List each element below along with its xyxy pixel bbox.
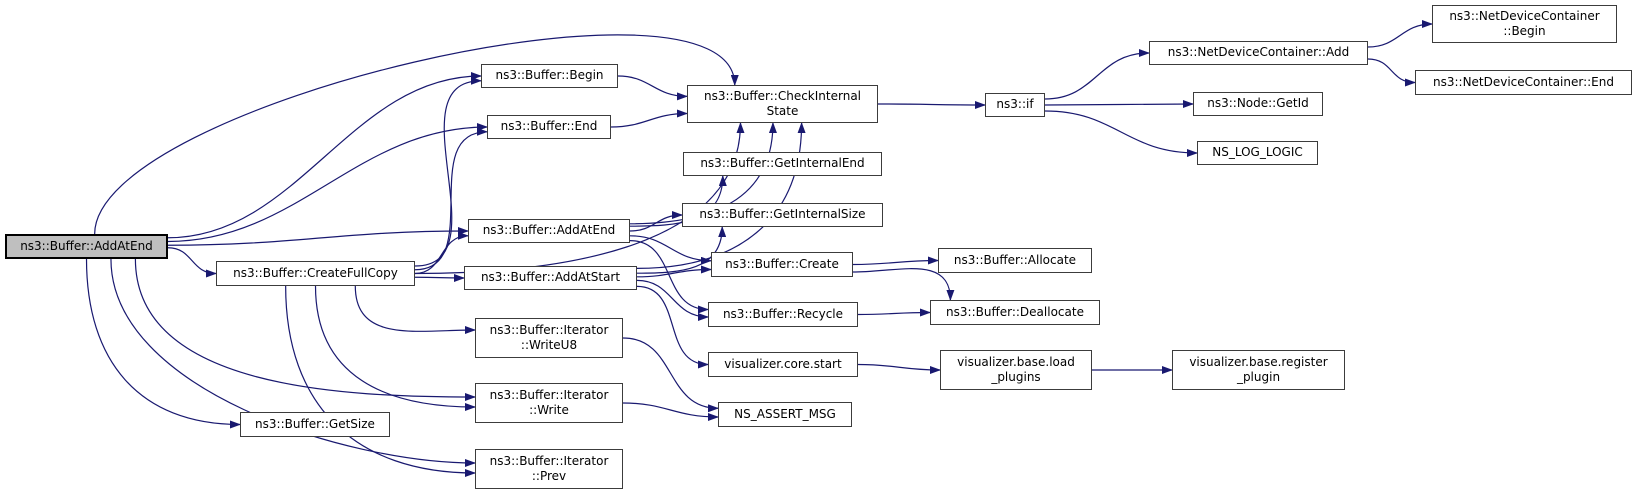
edge-createfullcopy-to-addatstart [414,273,465,282]
edge-addatstart-to-vcstart [636,285,709,369]
edge-ndcadd-to-ndcend [1367,58,1416,87]
edge-createfullcopy-to-addatend2 [414,231,469,275]
edge-addatend_main-to-getsize [85,258,241,429]
edge-addatend2-to-checkinternalstate [629,122,777,225]
graph-node-deallocate[interactable]: ns3::Buffer::Deallocate [930,300,1100,325]
graph-node-write[interactable]: ns3::Buffer::Iterator ::Write [475,383,623,423]
graph-node-allocate[interactable]: ns3::Buffer::Allocate [938,248,1092,273]
edge-ndcadd-to-ndcbegin [1367,20,1433,48]
edge-addatend_main-to-begin [167,72,482,239]
graph-node-end[interactable]: ns3::Buffer::End [487,115,611,139]
graph-node-prev[interactable]: ns3::Buffer::Iterator ::Prev [475,449,623,489]
graph-node-ndcadd[interactable]: ns3::NetDeviceContainer::Add [1149,41,1368,65]
graph-node-getsize[interactable]: ns3::Buffer::GetSize [240,412,390,437]
graph-node-ndcbegin[interactable]: ns3::NetDeviceContainer ::Begin [1432,5,1617,43]
edge-addatend_main-to-checkinternalstate [94,34,739,235]
edge-recycle-to-deallocate [857,308,931,317]
edge-create-to-deallocate [852,268,955,301]
edge-createfullcopy-to-checkinternalstate [414,122,745,275]
edge-nsif-to-getid [1044,100,1194,109]
edge-nsif-to-nsloglogic [1044,110,1198,157]
edge-addatstart-to-recycle [636,279,709,321]
edge-write-to-nsassertmsg [622,402,719,421]
graph-node-addatend_main: ns3::Buffer::AddAtEnd [5,234,168,259]
edge-begin-to-checkinternalstate [617,75,688,101]
graph-node-getinternalsize[interactable]: ns3::Buffer::GetInternalSize [682,203,883,227]
graph-node-create[interactable]: ns3::Buffer::Create [711,252,853,277]
edge-createfullcopy-to-write [314,285,476,411]
graph-node-loadplugins[interactable]: visualizer.base.load _plugins [940,350,1092,390]
edge-addatend_main-to-prev [110,258,476,467]
edge-addatend_main-to-write [134,258,476,401]
edge-create-to-allocate [852,256,939,266]
graph-node-addatend2[interactable]: ns3::Buffer::AddAtEnd [468,219,630,243]
edge-addatend2-to-getinternalsize [629,211,683,232]
graph-node-registerplugin[interactable]: visualizer.base.register _plugin [1172,350,1345,390]
graph-node-addatstart[interactable]: ns3::Buffer::AddAtStart [464,266,637,290]
edge-nsif-to-ndcadd [1044,49,1150,100]
graph-node-createfullcopy[interactable]: ns3::Buffer::CreateFullCopy [216,261,415,286]
edge-writeu8-to-nsassertmsg [622,337,719,413]
edge-checkinternalstate-to-nsif [877,100,986,109]
graph-node-writeu8[interactable]: ns3::Buffer::Iterator ::WriteU8 [475,318,623,358]
edge-createfullcopy-to-end [414,127,488,271]
graph-node-nsassertmsg[interactable]: NS_ASSERT_MSG [718,402,852,427]
edge-addatstart-to-create [636,265,712,278]
graph-node-checkinternalstate[interactable]: ns3::Buffer::CheckInternal State [687,85,878,123]
graph-node-vcstart[interactable]: visualizer.core.start [708,352,858,377]
edge-addatend_main-to-createfullcopy [167,247,217,278]
graph-node-begin[interactable]: ns3::Buffer::Begin [481,64,618,88]
graph-node-recycle[interactable]: ns3::Buffer::Recycle [708,302,858,327]
edge-end-to-checkinternalstate [610,109,688,128]
edge-addatend_main-to-end [167,123,488,243]
graph-node-nsloglogic[interactable]: NS_LOG_LOGIC [1197,141,1318,165]
graph-node-getid[interactable]: ns3::Node::GetId [1193,92,1323,116]
edge-addatend2-to-recycle [629,240,709,314]
edge-createfullcopy-to-writeu8 [354,285,476,335]
graph-node-nsif[interactable]: ns3::if [985,93,1045,117]
edge-addatstart-to-getinternalsize [636,226,727,274]
edge-addatend_main-to-addatend2 [167,227,469,246]
graph-node-getinternalend[interactable]: ns3::Buffer::GetInternalEnd [683,152,882,176]
edge-createfullcopy-to-prev [285,285,476,477]
edge-vcstart-to-loadplugins [857,363,941,374]
graph-node-ndcend[interactable]: ns3::NetDeviceContainer::End [1415,70,1632,95]
edge-addatend2-to-create [629,235,712,265]
